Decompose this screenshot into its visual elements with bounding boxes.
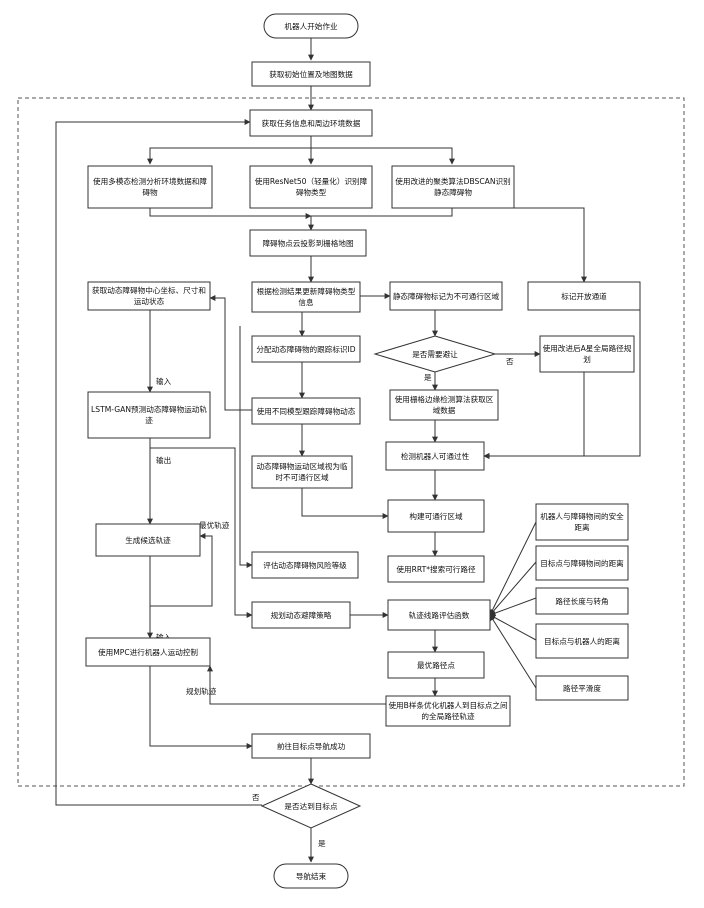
label-decision2-yes: 是 (318, 839, 326, 848)
node-end: 导航结束 (274, 864, 348, 888)
node-end-text: 导航结束 (296, 871, 327, 881)
node-resnet: 使用ResNet50（轻量化）识别障碍物类型 (250, 166, 372, 208)
node-dbscan-text: 使用改进的聚类算法DBSCAN识别静态障碍物 (394, 168, 512, 206)
node-mark-open-channel-text: 标记开放通道 (561, 291, 607, 301)
criterion-target-obstacle-distance-text: 目标点与障碍物间的距离 (538, 547, 626, 579)
node-build-passable-text: 构建可通行区域 (409, 511, 463, 521)
node-assign-track-id-text: 分配动态障碍物的跟踪标识ID (254, 337, 358, 361)
criterion-smoothness: 路径平滑度 (536, 676, 628, 700)
label-decision1-yes: 是 (424, 373, 432, 382)
node-temp-impassable-text: 动态障碍物运动区域视为临时不可通行区域 (254, 457, 350, 487)
node-build-passable: 构建可通行区域 (388, 500, 484, 532)
criterion-smoothness-text: 路径平滑度 (563, 683, 601, 693)
node-mark-open-channel: 标记开放通道 (528, 282, 640, 310)
node-eval-function-text: 轨迹线路评估函数 (409, 610, 470, 620)
node-get-initial-position: 获取初始位置及地图数据 (252, 62, 370, 86)
criterion-safety-distance: 机器人与障碍物间的安全距离 (536, 504, 628, 540)
node-bspline-text: 使用B样条优化机器人到目标点之间的全局路径轨迹 (388, 697, 508, 725)
node-start: 机器人开始作业 (264, 14, 358, 38)
node-nav-success: 前往目标点导航成功 (252, 734, 370, 758)
node-track-dynamics-text: 使用不同模型跟踪障碍物动态 (254, 399, 358, 423)
node-lstm-gan-text: LSTM-GAN预测动态障碍物运动轨迹 (90, 394, 208, 436)
label-decision2-no: 否 (252, 793, 260, 802)
node-get-task-info-text: 获取任务信息和周边环境数据 (262, 118, 361, 128)
node-edge-detect: 使用栅格边缘检测算法获取区域数据 (390, 390, 498, 420)
label-input-1: 输入 (156, 376, 172, 386)
node-optimal-point-text: 最优路径点 (417, 660, 455, 670)
node-generate-candidates-text: 生成候选轨迹 (125, 535, 171, 545)
node-pointcloud-projection-text: 障碍物点云投影到栅格地图 (252, 231, 364, 255)
criterion-target-robot-distance: 目标点与机器人的距离 (536, 624, 628, 658)
node-get-task-info: 获取任务信息和周边环境数据 (250, 110, 372, 136)
node-nav-success-text: 前往目标点导航成功 (277, 741, 346, 751)
label-output-1: 输出 (156, 455, 171, 465)
label-optimal-trajectory: 最优轨迹 (199, 520, 230, 530)
criterion-target-robot-distance-text: 目标点与机器人的距离 (538, 625, 626, 657)
node-mpc-control: 使用MPC进行机器人运动控制 (86, 638, 210, 666)
node-lstm-gan: LSTM-GAN预测动态障碍物运动轨迹 (88, 392, 210, 438)
node-eval-function: 轨迹线路评估函数 (388, 600, 490, 630)
node-astar-global-text: 使用改进后A星全局路径规划 (542, 337, 632, 371)
node-assign-track-id: 分配动态障碍物的跟踪标识ID (252, 336, 360, 362)
decision-need-avoid: 是否需要避让 (375, 336, 495, 372)
node-track-dynamics: 使用不同模型跟踪障碍物动态 (252, 398, 360, 424)
decision-need-avoid-text: 是否需要避让 (412, 349, 458, 359)
criterion-target-obstacle-distance: 目标点与障碍物间的距离 (536, 546, 628, 580)
node-multimodal-detect: 使用多模态检测分析环境数据和障碍物 (88, 166, 212, 208)
decision-reached-target-text: 是否达到目标点 (284, 801, 338, 811)
node-start-text: 机器人开始作业 (284, 21, 338, 31)
criterion-path-length-text: 路径长度与转角 (555, 596, 608, 606)
node-generate-candidates: 生成候选轨迹 (96, 524, 200, 556)
node-avoidance-strategy: 规划动态避障策略 (252, 602, 350, 628)
node-check-passability: 检测机器人可通过性 (386, 442, 484, 470)
node-multimodal-detect-text: 使用多模态检测分析环境数据和障碍物 (90, 168, 210, 206)
node-resnet-text: 使用ResNet50（轻量化）识别障碍物类型 (252, 168, 370, 206)
node-update-type-info-text: 根据检测结果更新障碍物类型信息 (254, 283, 358, 311)
node-risk-level-text: 评估动态障碍物风险等级 (263, 560, 347, 570)
criterion-path-length: 路径长度与转角 (536, 588, 628, 614)
node-get-initial-position-text: 获取初始位置及地图数据 (269, 69, 353, 79)
node-pointcloud-projection: 障碍物点云投影到栅格地图 (250, 230, 366, 256)
node-update-type-info: 根据检测结果更新障碍物类型信息 (252, 282, 360, 312)
node-rrt-star: 使用RRT*搜索可行路径 (388, 556, 484, 582)
label-planned-trajectory: 规划轨迹 (186, 686, 217, 696)
node-check-passability-text: 检测机器人可通过性 (401, 451, 470, 461)
node-astar-global: 使用改进后A星全局路径规划 (540, 336, 634, 372)
label-decision1-no: 否 (506, 357, 514, 366)
node-mpc-control-text: 使用MPC进行机器人运动控制 (88, 639, 208, 665)
node-dbscan: 使用改进的聚类算法DBSCAN识别静态障碍物 (392, 166, 514, 208)
node-risk-level: 评估动态障碍物风险等级 (252, 552, 358, 578)
node-dynamic-center-text: 获取动态障碍物中心坐标、尺寸和运动状态 (90, 283, 208, 309)
criterion-safety-distance-text: 机器人与障碍物间的安全距离 (538, 505, 626, 539)
node-static-impassable: 静态障碍物标记为不可通行区域 (390, 282, 502, 310)
node-bspline: 使用B样条优化机器人到目标点之间的全局路径轨迹 (386, 696, 510, 726)
node-optimal-point: 最优路径点 (388, 652, 484, 678)
node-avoidance-strategy-text: 规划动态避障策略 (271, 610, 332, 620)
node-edge-detect-text: 使用栅格边缘检测算法获取区域数据 (392, 391, 496, 419)
node-rrt-star-text: 使用RRT*搜索可行路径 (396, 564, 476, 574)
node-static-impassable-text: 静态障碍物标记为不可通行区域 (392, 283, 500, 309)
node-dynamic-center: 获取动态障碍物中心坐标、尺寸和运动状态 (88, 282, 210, 310)
decision-reached-target: 是否达到目标点 (262, 784, 360, 828)
node-temp-impassable: 动态障碍物运动区域视为临时不可通行区域 (252, 456, 352, 488)
